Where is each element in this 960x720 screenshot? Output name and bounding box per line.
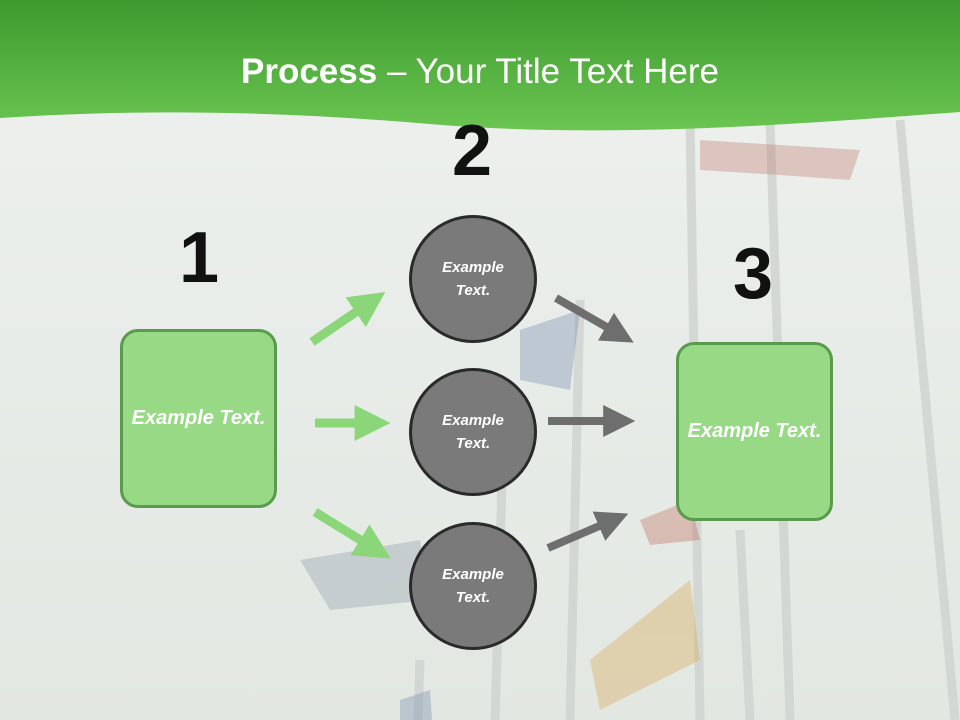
arrow-2-to-3-bottom — [546, 511, 629, 552]
step-1-box: Example Text. — [120, 329, 277, 508]
step-3-box: Example Text. — [676, 342, 833, 521]
step-number-2: 2 — [451, 111, 493, 191]
step-3-text: Example Text. — [687, 420, 822, 442]
circle-text: Example Text. — [442, 412, 504, 452]
step-number-1: 1 — [178, 218, 220, 298]
arrow-2-to-3-top — [554, 294, 634, 343]
title-bold: Process — [241, 52, 378, 91]
arrow-1-to-2-top — [309, 291, 386, 346]
step-2-circle-middle: Example Text. — [409, 368, 537, 496]
step-2-circle-bottom: Example Text. — [409, 522, 537, 650]
step-number-3: 3 — [732, 234, 774, 314]
title-rest: – Your Title Text Here — [377, 52, 719, 91]
step-2-circle-top: Example Text. — [409, 215, 537, 343]
header-band — [0, 0, 960, 131]
circle-text: Example Text. — [442, 259, 504, 299]
arrow-1-to-2-bottom — [312, 508, 391, 559]
green-arrows — [309, 291, 391, 559]
slide-title: Process – Your Title Text Here — [0, 52, 960, 92]
circle-text: Example Text. — [442, 566, 504, 606]
step-1-text: Example Text. — [131, 407, 266, 429]
gray-arrows — [546, 294, 636, 552]
